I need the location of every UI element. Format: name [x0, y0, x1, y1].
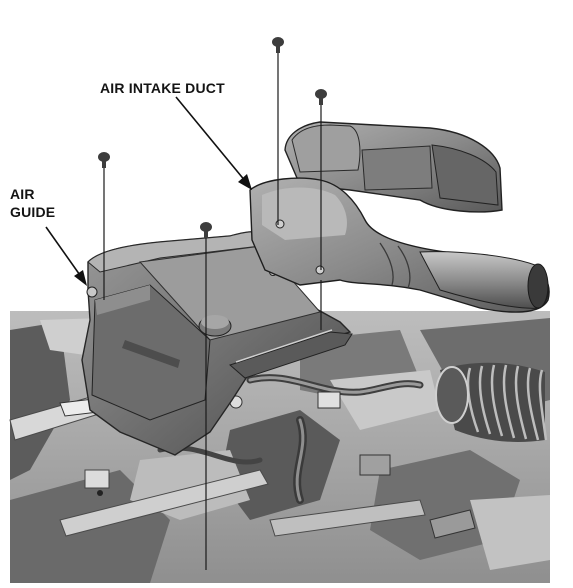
air-intake-duct-label: AIR INTAKE DUCT	[100, 80, 225, 96]
callout-arrow-guide	[45, 226, 87, 286]
bolt-duct-front	[315, 89, 327, 105]
bolt-duct-rear	[272, 37, 284, 53]
callout-arrow-duct	[175, 96, 252, 190]
air-guide-label-line1: AIR	[10, 186, 35, 202]
air-intake-duct	[249, 121, 550, 313]
air-guide-label: AIR GUIDE	[10, 185, 55, 221]
bolt-guide-left	[98, 152, 110, 168]
bolt-guide-center	[200, 222, 212, 238]
fastener-leaders	[103, 52, 322, 570]
air-guide-label-line2: GUIDE	[10, 204, 56, 220]
air-guide	[81, 231, 353, 456]
corrugated-hose	[435, 362, 548, 442]
